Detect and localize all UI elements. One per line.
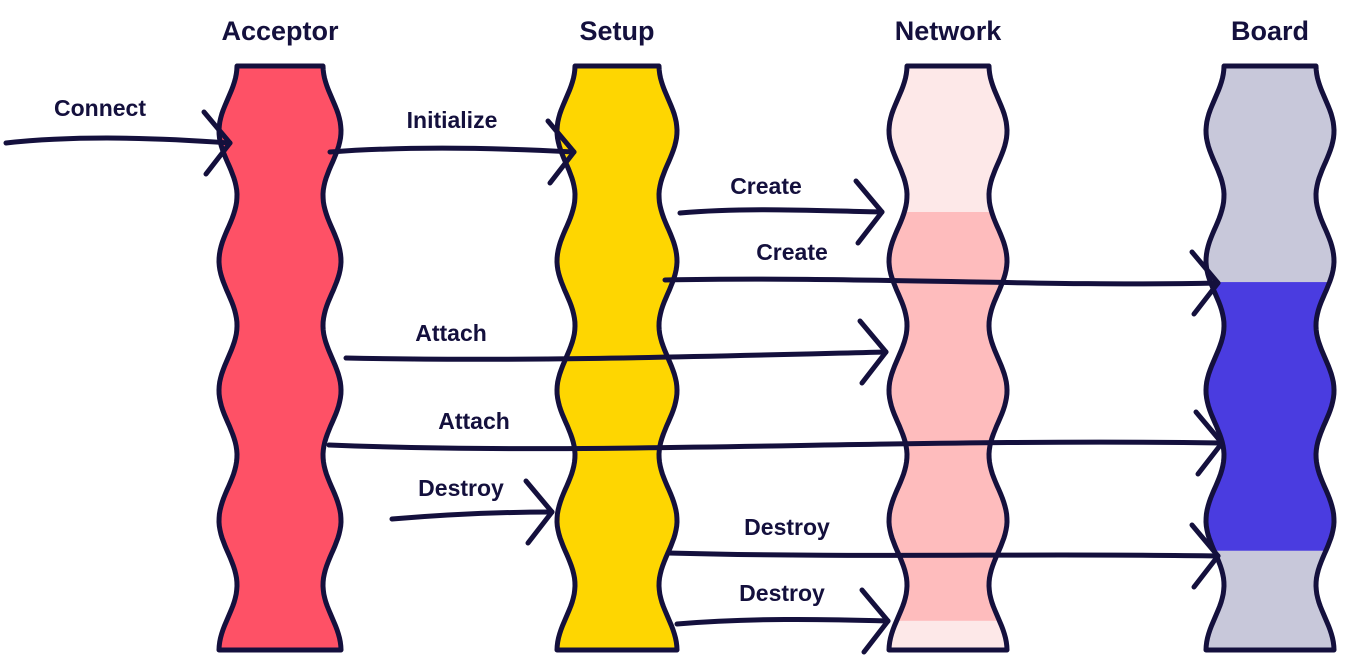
message-line: [677, 207, 885, 216]
board-segment-0: [1206, 66, 1334, 283]
acceptor-activation-fill: [219, 66, 341, 650]
lifeline-title-board: Board: [1231, 16, 1309, 46]
network-segment-2: [889, 620, 1007, 650]
message-line: [3, 135, 233, 146]
message-label: Create: [756, 239, 828, 265]
arrowhead-icon: [201, 109, 233, 177]
message-label: Connect: [54, 95, 146, 121]
message-6-attach: Attach: [326, 408, 1225, 477]
message-label: Destroy: [739, 580, 825, 606]
acceptor-outline: [216, 63, 344, 653]
network-segment-0: [889, 66, 1007, 213]
message-5-attach: Attach: [343, 318, 889, 386]
board-segment-1: [1206, 282, 1334, 552]
message-4-create: Create: [662, 239, 1221, 317]
lifeline-title-acceptor: Acceptor: [221, 16, 339, 46]
setup-outline: [554, 63, 680, 653]
arrowhead-icon: [857, 318, 889, 386]
arrowhead-icon: [1193, 409, 1225, 477]
arrowhead-icon: [853, 178, 885, 246]
arrowhead-icon: [545, 118, 577, 186]
message-2-initialize: Initialize: [327, 107, 577, 186]
message-9-destroy: Destroy: [674, 580, 891, 655]
message-1-connect: Connect: [3, 95, 233, 177]
lifeline-title-network: Network: [895, 16, 1003, 46]
arrowhead-icon: [523, 478, 555, 546]
message-line: [662, 276, 1221, 287]
arrowhead-icon: [859, 587, 891, 655]
message-line: [327, 145, 577, 155]
message-3-create: Create: [677, 173, 885, 246]
message-label: Create: [730, 173, 802, 199]
arrowhead-icon: [1189, 249, 1221, 317]
lifeline-setup: Setup: [554, 16, 680, 653]
message-line: [674, 616, 891, 627]
message-line: [665, 550, 1221, 559]
message-label: Destroy: [418, 475, 504, 501]
message-7-destroy: Destroy: [389, 475, 555, 546]
lifeline-title-setup: Setup: [579, 16, 654, 46]
message-label: Attach: [415, 320, 487, 346]
message-line: [326, 439, 1225, 452]
message-label: Destroy: [744, 514, 830, 540]
message-8-destroy: Destroy: [665, 514, 1221, 590]
acceptor-segment-0: [219, 66, 341, 650]
message-label: Initialize: [407, 107, 498, 133]
arrowhead-icon: [1189, 522, 1221, 590]
board-activation-fill: [1206, 66, 1334, 650]
network-outline: [886, 63, 1010, 653]
message-label: Attach: [438, 408, 510, 434]
message-line: [343, 349, 889, 362]
lifeline-board: Board: [1203, 16, 1337, 653]
board-outline: [1203, 63, 1337, 653]
board-segment-2: [1206, 550, 1334, 650]
lifeline-acceptor: Acceptor: [216, 16, 344, 653]
message-line: [389, 509, 555, 522]
